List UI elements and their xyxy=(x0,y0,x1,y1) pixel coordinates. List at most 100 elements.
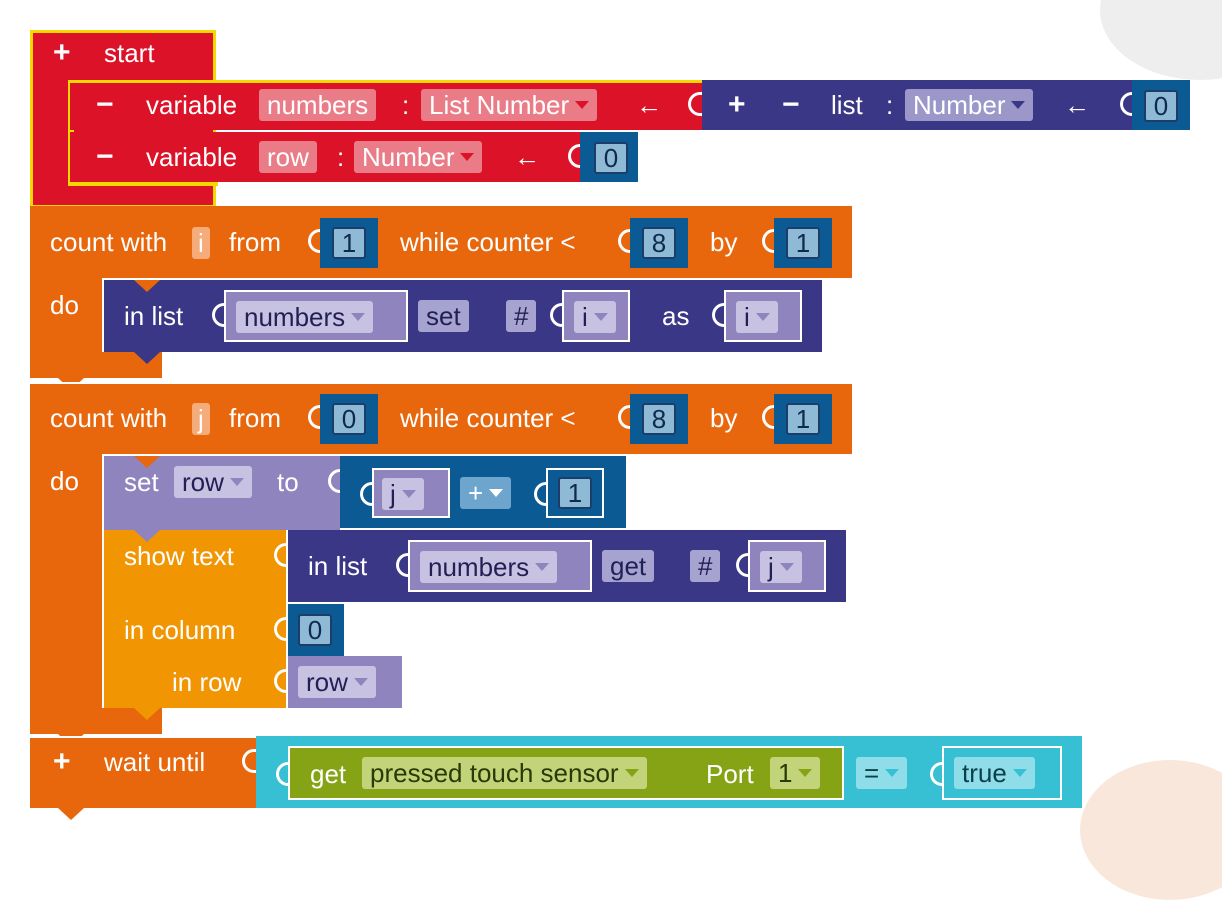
value-dropdown[interactable]: i xyxy=(736,301,778,333)
index-label: i xyxy=(582,302,588,332)
as-label: as xyxy=(662,301,690,331)
index-dropdown[interactable]: i xyxy=(574,301,616,333)
row-var-dropdown[interactable]: row xyxy=(298,666,376,698)
input-notch xyxy=(274,669,288,693)
to-value[interactable]: 8 xyxy=(642,227,676,259)
by-value[interactable]: 1 xyxy=(786,227,820,259)
set-label: set xyxy=(124,467,159,497)
list-type-dropdown[interactable]: Number xyxy=(905,89,1034,121)
row-var-label: row xyxy=(306,667,348,697)
count-loop-i-side xyxy=(30,278,102,378)
input-notch xyxy=(550,303,564,327)
while-label: while counter < xyxy=(400,403,576,433)
type-dropdown[interactable]: Number xyxy=(354,141,483,173)
input-notch xyxy=(618,405,632,429)
operator-dropdown[interactable]: + xyxy=(460,477,512,509)
assign-arrow: ← xyxy=(636,90,662,120)
input-notch xyxy=(308,405,322,429)
count-with-label: count with xyxy=(50,403,168,433)
chevron-down-icon xyxy=(351,313,366,322)
input-notch xyxy=(308,229,322,253)
row-initial-value[interactable]: 0 xyxy=(594,142,628,174)
index-label: j xyxy=(768,552,774,582)
input-notch xyxy=(360,482,374,506)
variable-name-numbers[interactable]: numbers xyxy=(259,89,377,121)
list-op-set[interactable]: set xyxy=(418,300,469,332)
port-value: 1 xyxy=(778,758,793,788)
input-notch xyxy=(736,553,750,577)
add-icon[interactable]: + xyxy=(53,745,71,778)
set-var-dropdown[interactable]: row xyxy=(174,466,252,498)
get-label: get xyxy=(310,759,347,789)
lhs-dropdown[interactable]: j xyxy=(382,478,424,510)
compare-operator-dropdown[interactable]: = xyxy=(856,757,908,789)
list-name-label: numbers xyxy=(244,302,346,332)
input-notch xyxy=(712,303,726,327)
count-loop-j-block[interactable] xyxy=(30,382,852,454)
count-loop-i-block[interactable] xyxy=(30,206,852,278)
loop-var-i[interactable]: i xyxy=(192,227,210,259)
background-decoration xyxy=(1100,0,1222,80)
variable-row-block[interactable] xyxy=(70,132,582,182)
show-text-bump xyxy=(134,530,160,542)
remove-icon[interactable]: − xyxy=(96,88,114,121)
from-value[interactable]: 1 xyxy=(332,227,366,259)
chevron-down-icon xyxy=(755,313,770,322)
add-icon[interactable]: + xyxy=(53,36,71,69)
chevron-down-icon xyxy=(535,563,550,572)
to-value[interactable]: 8 xyxy=(642,403,676,435)
variable-name-row[interactable]: row xyxy=(259,141,317,173)
start-block-inner-bottom xyxy=(68,182,218,186)
input-notch xyxy=(276,762,290,786)
count-loop-j-side xyxy=(30,454,102,734)
in-column-label: in column xyxy=(124,615,236,645)
input-notch xyxy=(328,469,342,493)
remove-icon[interactable]: − xyxy=(782,88,800,121)
index-dropdown[interactable]: j xyxy=(760,551,802,583)
in-list-label: in list xyxy=(124,301,184,331)
list-op-get[interactable]: get xyxy=(602,550,655,582)
boolean-dropdown[interactable]: true xyxy=(954,757,1035,789)
from-value[interactable]: 0 xyxy=(332,403,366,435)
from-label: from xyxy=(229,403,281,433)
variable-keyword: variable xyxy=(146,142,238,172)
remove-icon[interactable]: − xyxy=(96,140,114,173)
add-icon[interactable]: + xyxy=(728,88,746,121)
chevron-down-icon xyxy=(885,769,900,778)
input-notch xyxy=(762,229,776,253)
start-label: start xyxy=(104,38,155,68)
type-dropdown-label: Number xyxy=(362,142,455,172)
rhs-value[interactable]: 1 xyxy=(558,477,592,509)
input-notch xyxy=(534,482,548,506)
chevron-down-icon xyxy=(489,489,504,498)
port-dropdown[interactable]: 1 xyxy=(770,757,821,789)
list-name-dropdown[interactable]: numbers xyxy=(420,551,558,583)
assign-arrow: ← xyxy=(514,142,540,172)
wait-bottom-bump xyxy=(58,808,84,820)
set-variable-bump xyxy=(134,456,160,468)
list-initial-value[interactable]: 0 xyxy=(1144,90,1178,122)
list-type-label: Number xyxy=(913,90,1006,120)
by-value[interactable]: 1 xyxy=(786,403,820,435)
boolean-value: true xyxy=(962,758,1007,788)
list-name-dropdown[interactable]: numbers xyxy=(236,301,374,333)
wait-until-label: wait until xyxy=(104,747,206,777)
chevron-down-icon xyxy=(624,769,639,778)
sensor-mode-dropdown[interactable]: pressed touch sensor xyxy=(362,757,647,789)
wait-until-block[interactable] xyxy=(30,736,256,808)
while-label: while counter < xyxy=(400,227,576,257)
list-set-bottom-bump xyxy=(134,352,160,364)
type-dropdown[interactable]: List Number xyxy=(421,89,598,121)
do-label: do xyxy=(50,466,79,496)
loop-var-j[interactable]: j xyxy=(192,403,210,435)
input-notch xyxy=(274,543,288,567)
port-label: Port xyxy=(706,759,754,789)
operator-label: + xyxy=(468,478,484,508)
set-var-label: row xyxy=(182,467,224,497)
show-text-block[interactable] xyxy=(104,530,286,708)
sensor-mode-label: pressed touch sensor xyxy=(370,758,619,788)
input-notch xyxy=(242,749,256,773)
do-label: do xyxy=(50,290,79,320)
column-value[interactable]: 0 xyxy=(298,614,332,646)
chevron-down-icon xyxy=(1012,769,1027,778)
